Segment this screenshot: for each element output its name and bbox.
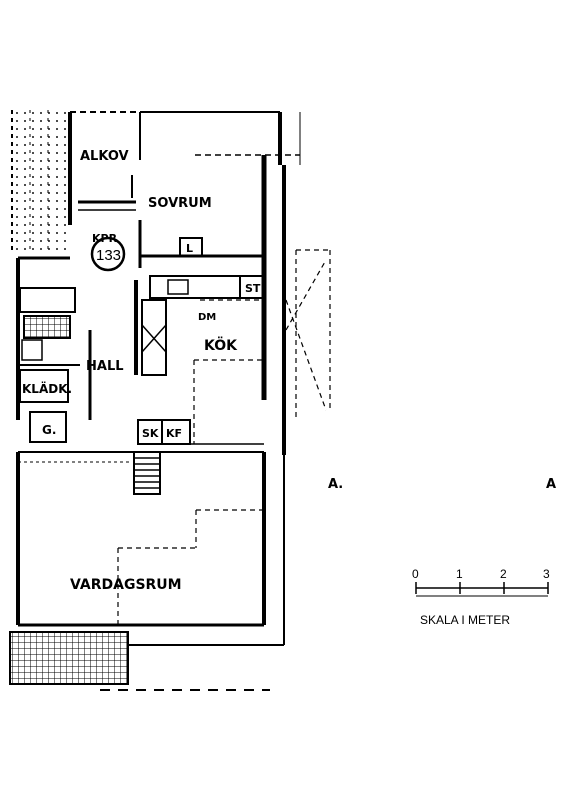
balcony-hatch xyxy=(9,631,129,685)
room-label-vardagsrum: VARDAGSRUM xyxy=(70,577,182,593)
l-box xyxy=(179,237,203,257)
scale-tick-1: 1 xyxy=(456,567,463,581)
fixture-l: L xyxy=(186,242,193,255)
alkov-rail xyxy=(78,175,136,211)
exterior-dotted-area xyxy=(11,110,70,250)
room-label-alkov: ALKOV xyxy=(80,149,129,164)
scale-tick-3: 3 xyxy=(543,567,550,581)
fixture-sk: SK xyxy=(142,427,159,440)
walls xyxy=(16,111,331,691)
unit-number: 133 xyxy=(96,247,121,264)
fixture-dm: DM xyxy=(198,312,216,323)
unit-number-circle xyxy=(90,236,126,272)
room-label-sovrum: SOVRUM xyxy=(148,196,212,211)
room-label-kladk: KLÄDK. xyxy=(22,381,72,396)
scale-bar: 0 1 2 3 SKALA I METER xyxy=(412,567,550,627)
scale-tick-0: 0 xyxy=(412,567,419,581)
section-marker-right: A xyxy=(546,477,556,492)
fixture-kf: KF xyxy=(166,427,182,440)
room-label-hall: HALL xyxy=(86,359,124,374)
fixture-kpr: KPR xyxy=(92,232,118,245)
section-marker-left: A. xyxy=(328,477,343,492)
room-label-g: G. xyxy=(42,423,56,437)
fixture-st: ST xyxy=(245,282,261,295)
scale-tick-2: 2 xyxy=(500,567,507,581)
scale-label: SKALA I METER xyxy=(420,613,510,627)
room-label-kok: KÖK xyxy=(204,336,238,354)
